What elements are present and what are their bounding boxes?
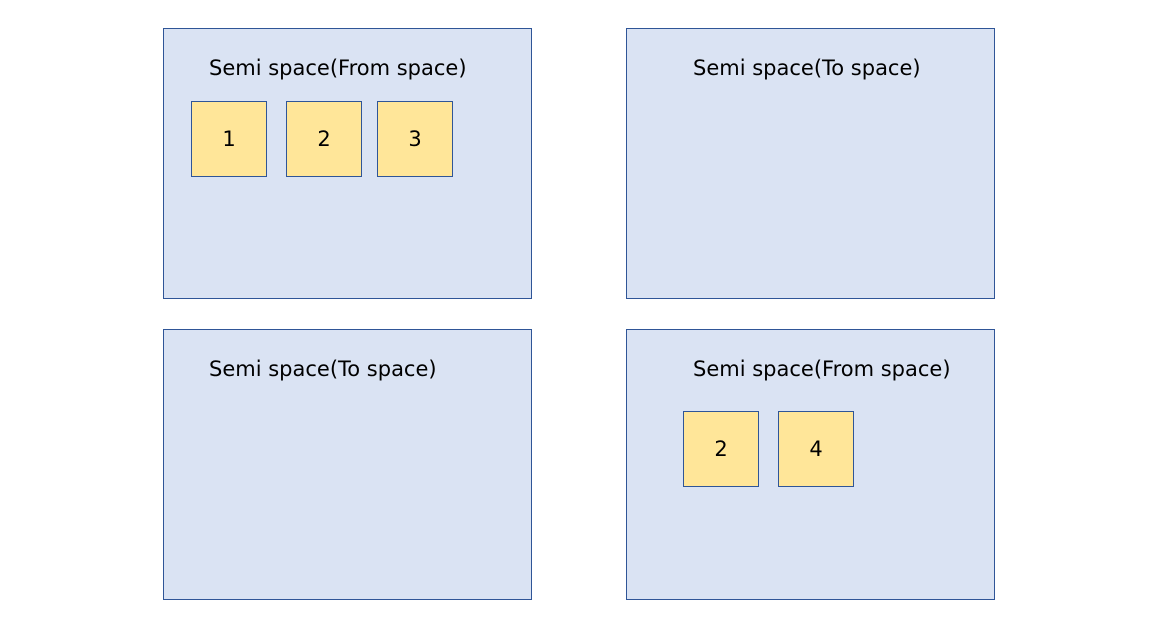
semi-space-top-left: Semi space(From space) 1 2 3 <box>163 28 532 299</box>
object-box: 3 <box>377 101 453 177</box>
object-box: 2 <box>286 101 362 177</box>
object-box: 2 <box>683 411 759 487</box>
space-title: Semi space(From space) <box>209 56 467 80</box>
object-box: 1 <box>191 101 267 177</box>
semi-space-bottom-left: Semi space(To space) <box>163 329 532 600</box>
semi-space-bottom-right: Semi space(From space) 2 4 <box>626 329 995 600</box>
space-title: Semi space(To space) <box>209 357 437 381</box>
object-box: 4 <box>778 411 854 487</box>
space-title: Semi space(To space) <box>693 56 921 80</box>
space-title: Semi space(From space) <box>693 357 951 381</box>
semi-space-top-right: Semi space(To space) <box>626 28 995 299</box>
